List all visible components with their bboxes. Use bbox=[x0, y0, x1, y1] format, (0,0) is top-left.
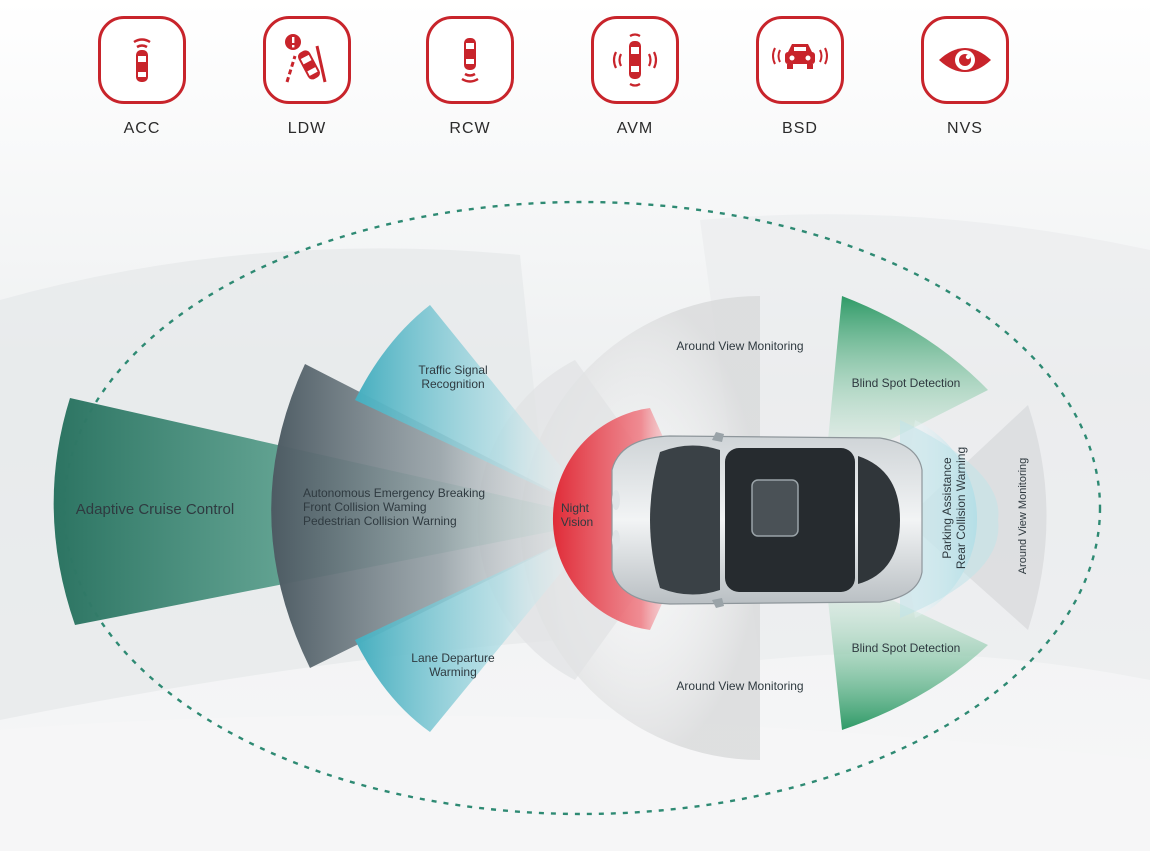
feature-icon-row: ACC LDW bbox=[0, 0, 1150, 160]
eye-icon bbox=[921, 16, 1009, 104]
feature-acc[interactable]: ACC bbox=[92, 16, 192, 138]
label-night-vision-line2: Vision bbox=[561, 515, 593, 529]
label-aeb-line2: Front Collision Waming bbox=[303, 500, 427, 514]
zone-blind-spot-bottom bbox=[828, 585, 988, 730]
label-tsr-line1: Traffic Signal bbox=[418, 363, 487, 377]
feature-label: AVM bbox=[616, 120, 654, 137]
zone-lane-departure-warning bbox=[355, 525, 600, 732]
feature-rcw[interactable]: RCW bbox=[420, 16, 520, 138]
label-tsr-line2: Recognition bbox=[421, 377, 484, 391]
car-front-radar-icon bbox=[98, 16, 186, 104]
label-aeb-line1: Autonomous Emergency Breaking bbox=[303, 486, 485, 500]
label-blind-spot-top: Blind Spot Detection bbox=[852, 376, 961, 390]
feature-label: LDW bbox=[287, 120, 327, 137]
feature-label: BSD bbox=[782, 120, 818, 137]
coverage-boundary bbox=[62, 200, 1102, 816]
car-around-view-icon bbox=[591, 16, 679, 104]
car-top-view bbox=[611, 432, 923, 608]
zone-emergency-braking bbox=[271, 364, 610, 668]
feature-nvs[interactable]: NVS bbox=[915, 16, 1015, 138]
label-parking-assistance: Parking Assistance bbox=[940, 457, 954, 559]
label-rear-collision-warning: Rear Collision Warning bbox=[954, 447, 968, 569]
feature-label: RCW bbox=[449, 120, 491, 137]
label-blind-spot-bottom: Blind Spot Detection bbox=[852, 641, 961, 655]
zone-traffic-signal-recognition bbox=[355, 305, 600, 515]
feature-label: ACC bbox=[123, 120, 161, 137]
label-around-view-bottom: Around View Monitoring bbox=[676, 679, 803, 693]
feature-ldw[interactable]: LDW bbox=[257, 16, 357, 138]
label-ldw-line2: Warming bbox=[429, 665, 477, 679]
zone-blind-spot-top bbox=[828, 296, 988, 455]
label-ldw-line1: Lane Departure bbox=[411, 651, 495, 665]
car-side-radar-icon bbox=[756, 16, 844, 104]
feature-avm[interactable]: AVM bbox=[585, 16, 685, 138]
zone-rear-collision-warning bbox=[900, 420, 999, 618]
label-aeb-line3: Pedestrian Collision Warning bbox=[303, 514, 457, 528]
label-around-view-rear: Around View Monitoring bbox=[1017, 458, 1029, 575]
feature-bsd[interactable]: BSD bbox=[750, 16, 850, 138]
label-adaptive-cruise-control: Adaptive Cruise Control bbox=[76, 501, 234, 518]
feature-label: NVS bbox=[947, 120, 983, 137]
lane-departure-warning-icon bbox=[263, 16, 351, 104]
label-night-vision-line1: Night bbox=[561, 501, 590, 515]
car-rear-radar-icon bbox=[426, 16, 514, 104]
label-around-view-top: Around View Monitoring bbox=[676, 339, 803, 353]
